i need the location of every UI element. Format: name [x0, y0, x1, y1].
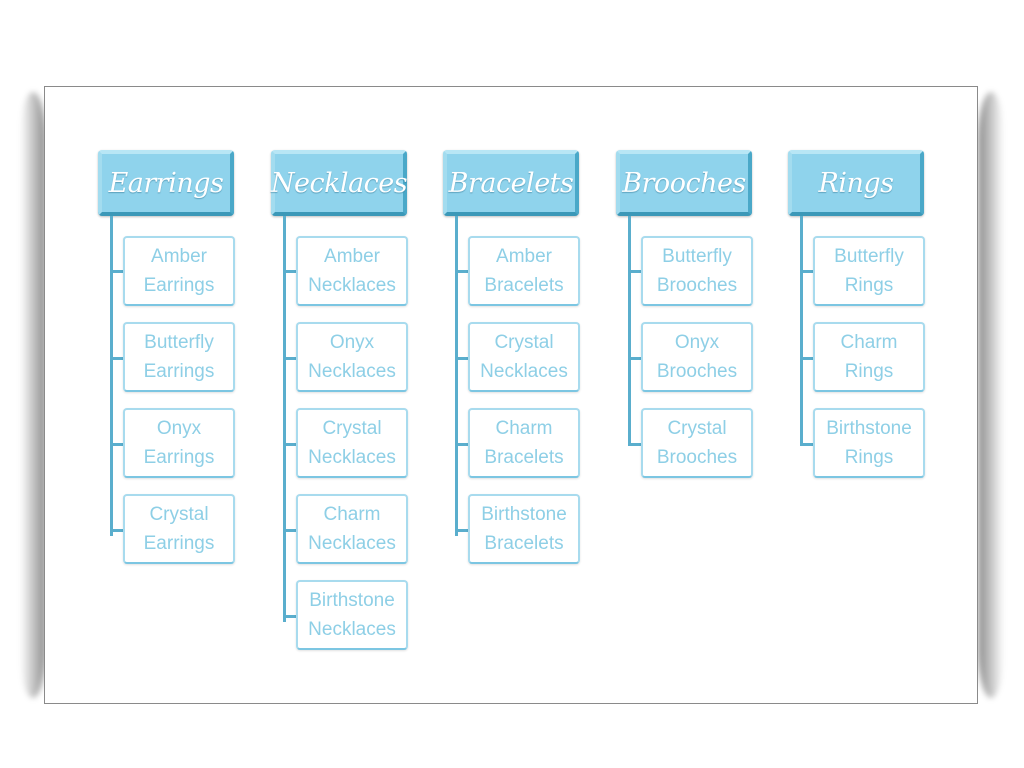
- node-butterfly-earrings: Butterfly Earrings: [123, 322, 235, 392]
- node-crystal-necklaces: Crystal Necklaces: [296, 408, 408, 478]
- node-butterfly-rings: Butterfly Rings: [813, 236, 925, 306]
- node-label-line1: Charm: [323, 504, 381, 525]
- node-charm-bracelets: Charm Bracelets: [468, 408, 580, 478]
- node-label-line1: Birthstone: [481, 504, 567, 525]
- connector-branch: [800, 270, 814, 273]
- node-label-line2: Necklaces: [308, 447, 396, 468]
- node-label-line1: Charm: [840, 332, 898, 353]
- node-label-line2: Bracelets: [484, 275, 564, 296]
- node-label-line2: Rings: [844, 275, 894, 296]
- node-label-line2: Necklaces: [480, 361, 568, 382]
- connector-branch: [283, 615, 297, 618]
- node-label-line1: Crystal: [667, 418, 727, 439]
- node-crystal-earrings: Crystal Earrings: [123, 494, 235, 564]
- node-label-line1: Birthstone: [309, 590, 395, 611]
- category-header-earrings: Earrings: [98, 150, 234, 216]
- connector-branch: [455, 529, 469, 532]
- category-header-bracelets: Bracelets: [443, 150, 579, 216]
- node-birthstone-rings: Birthstone Rings: [813, 408, 925, 478]
- connector-trunk: [628, 216, 631, 446]
- node-label-line2: Earrings: [143, 361, 215, 382]
- node-label-line1: Birthstone: [826, 418, 912, 439]
- connector-branch: [455, 443, 469, 446]
- connector-branch: [110, 529, 124, 532]
- node-onyx-brooches: Onyx Brooches: [641, 322, 753, 392]
- node-amber-necklaces: Amber Necklaces: [296, 236, 408, 306]
- node-label-line1: Onyx: [156, 418, 202, 439]
- category-header-rings: Rings: [788, 150, 924, 216]
- node-label-line2: Brooches: [656, 361, 738, 382]
- node-birthstone-necklaces: Birthstone Necklaces: [296, 580, 408, 650]
- card-shadow-right: [978, 92, 1004, 698]
- node-label-line1: Charm: [495, 418, 553, 439]
- node-amber-earrings: Amber Earrings: [123, 236, 235, 306]
- connector-trunk: [283, 216, 286, 622]
- connector-branch: [110, 270, 124, 273]
- card-shadow-left: [20, 92, 46, 698]
- node-label-line2: Bracelets: [484, 533, 564, 554]
- connector-branch: [283, 443, 297, 446]
- node-birthstone-bracelets: Birthstone Bracelets: [468, 494, 580, 564]
- node-label-line1: Butterfly: [662, 246, 732, 267]
- node-onyx-earrings: Onyx Earrings: [123, 408, 235, 478]
- node-label-line2: Necklaces: [308, 361, 396, 382]
- node-label-line1: Onyx: [329, 332, 375, 353]
- node-crystal-brooches: Crystal Brooches: [641, 408, 753, 478]
- node-label-line2: Necklaces: [308, 619, 396, 640]
- node-label-line2: Brooches: [656, 447, 738, 468]
- node-butterfly-brooches: Butterfly Brooches: [641, 236, 753, 306]
- node-label-line2: Earrings: [143, 533, 215, 554]
- connector-branch: [800, 443, 814, 446]
- node-label-line1: Butterfly: [834, 246, 904, 267]
- node-label-line1: Amber: [496, 246, 552, 267]
- node-label-line2: Bracelets: [484, 447, 564, 468]
- node-label-line2: Rings: [844, 361, 894, 382]
- node-charm-necklaces: Charm Necklaces: [296, 494, 408, 564]
- node-label-line1: Butterfly: [144, 332, 214, 353]
- node-label-line2: Earrings: [143, 275, 215, 296]
- connector-branch: [110, 357, 124, 360]
- node-crystal-necklaces-bracelets: Crystal Necklaces: [468, 322, 580, 392]
- connector-trunk: [110, 216, 113, 536]
- connector-branch: [283, 357, 297, 360]
- connector-branch: [628, 443, 642, 446]
- node-label-line1: Crystal: [494, 332, 554, 353]
- node-label-line1: Onyx: [674, 332, 720, 353]
- node-charm-rings: Charm Rings: [813, 322, 925, 392]
- node-label-line2: Earrings: [143, 447, 215, 468]
- node-label-line1: Amber: [324, 246, 380, 267]
- connector-branch: [455, 270, 469, 273]
- connector-branch: [110, 443, 124, 446]
- connector-branch: [283, 270, 297, 273]
- connector-branch: [628, 357, 642, 360]
- node-label-line1: Crystal: [149, 504, 209, 525]
- node-amber-bracelets: Amber Bracelets: [468, 236, 580, 306]
- node-label-line1: Crystal: [322, 418, 382, 439]
- connector-branch: [455, 357, 469, 360]
- node-label-line2: Rings: [844, 447, 894, 468]
- node-label-line2: Brooches: [656, 275, 738, 296]
- connector-branch: [283, 529, 297, 532]
- connector-branch: [800, 357, 814, 360]
- category-header-brooches: Brooches: [616, 150, 752, 216]
- connector-trunk: [455, 216, 458, 536]
- category-header-necklaces: Necklaces: [271, 150, 408, 216]
- node-label-line2: Necklaces: [308, 533, 396, 554]
- node-label-line2: Necklaces: [308, 275, 396, 296]
- node-label-line1: Amber: [151, 246, 207, 267]
- connector-branch: [628, 270, 642, 273]
- node-onyx-necklaces: Onyx Necklaces: [296, 322, 408, 392]
- connector-trunk: [800, 216, 803, 446]
